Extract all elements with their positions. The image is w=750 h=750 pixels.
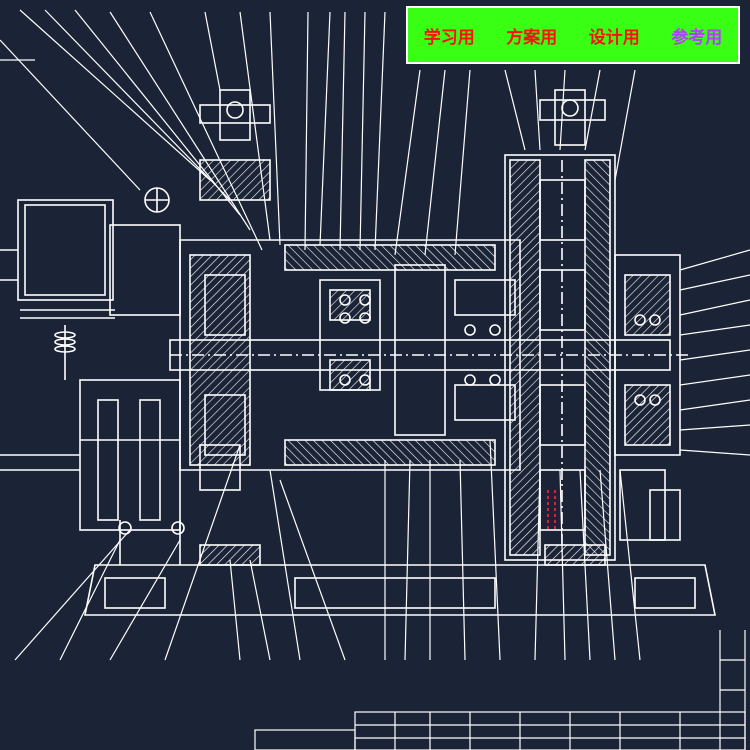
bearings [339,294,661,406]
title-block [254,630,746,750]
top-eye-bolt-right [539,89,606,146]
banner-label-study: 学习用 [423,27,475,48]
gearbox [504,154,681,561]
banner-label-design: 设计用 [588,27,640,48]
right-leader-lines [679,249,750,456]
usage-banner: 学习用 方案用 设计用 参考用 [406,6,740,64]
bottom-leader-lines [14,439,641,661]
red-accent-lines [547,490,556,530]
banner-label-reference: 参考用 [671,27,723,48]
spring [54,325,76,380]
main-shaft [169,339,690,371]
top-leader-lines [0,9,636,256]
banner-label-proposal: 方案用 [506,27,558,48]
motor [0,187,181,319]
top-eye-bolt-left [199,89,271,201]
main-housing [179,239,521,471]
